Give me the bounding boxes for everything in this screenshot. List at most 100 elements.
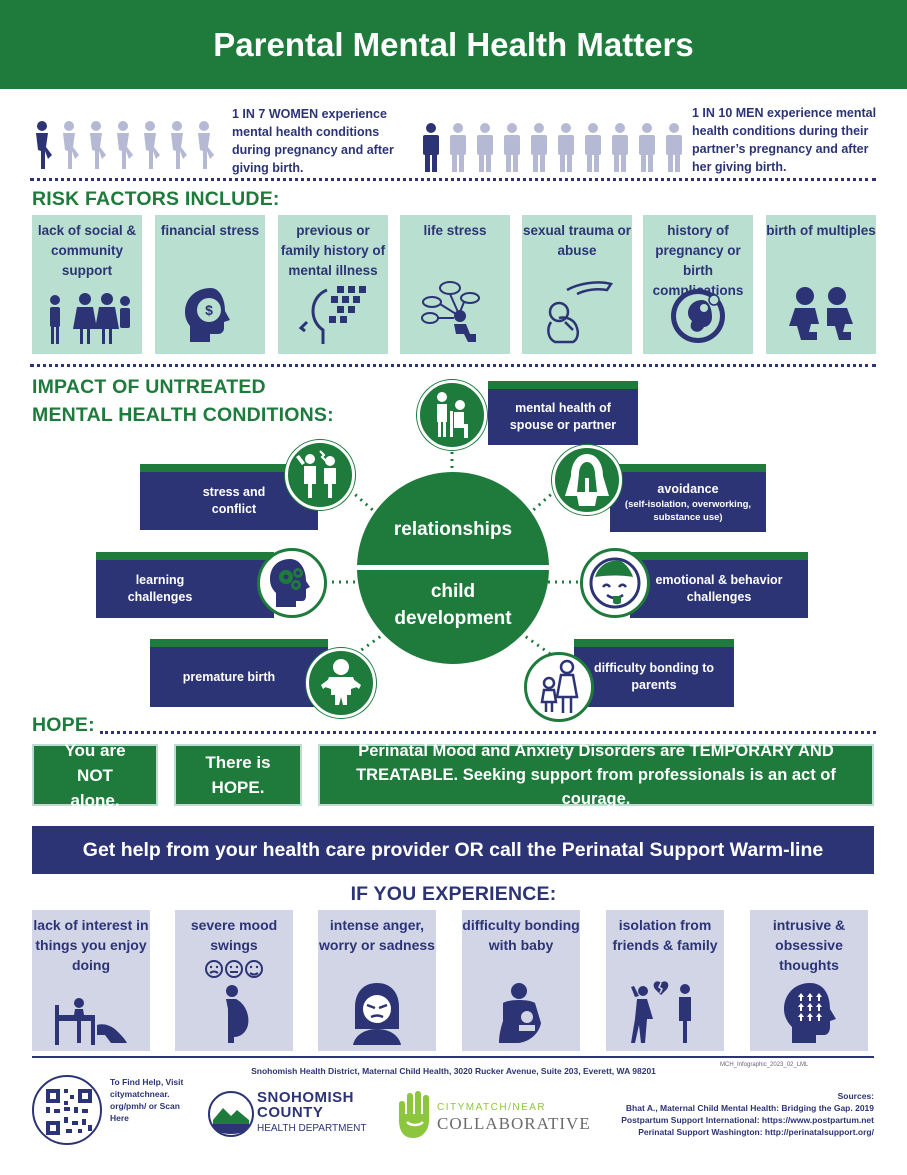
risk-financial-stress: financial stress $ — [155, 215, 265, 354]
snohomish-logo: SNOHOMISH COUNTY HEALTH DEPARTMENT — [207, 1089, 367, 1140]
risk-sexual-trauma: sexual trauma or abuse — [522, 215, 632, 354]
impact-title: IMPACT OF UNTREATED MENTAL HEALTH CONDIT… — [32, 373, 334, 429]
impact-label: stress and conflict — [202, 485, 266, 516]
spouse-icon — [417, 380, 487, 450]
impact-emotional: emotional & behavior challenges — [630, 552, 808, 618]
qr-instructions: To Find Help, Visit citymatchnear. org/p… — [110, 1077, 184, 1123]
source-2: Postpartum Support International: https:… — [621, 1115, 874, 1125]
impact-bonding-parents: difficulty bonding to parents — [574, 639, 734, 707]
mother-baby-icon — [499, 983, 541, 1043]
impact-learning: learning challenges — [96, 552, 274, 618]
divider — [30, 364, 876, 367]
hope-box-text: There is HOPE. — [205, 753, 271, 797]
impact-title-line2: MENTAL HEALTH CONDITIONS: — [32, 404, 334, 426]
exp-lack-interest: lack of interest in things you enjoy doi… — [32, 910, 150, 1051]
exp-label: intrusive & obsessive thoughts — [772, 917, 846, 973]
impact-label: premature birth — [182, 669, 276, 684]
exp-mood-swings: severe mood swings — [175, 910, 293, 1051]
impact-label: avoidance — [657, 481, 719, 496]
exp-isolation: isolation from friends & family — [606, 910, 724, 1051]
hope-box-text: You are NOT alone. — [64, 740, 126, 810]
risk-label: previous or family history of mental ill… — [280, 223, 386, 278]
impact-sublabel: (self-isolation, overworking, substance … — [624, 498, 752, 523]
risk-label: sexual trauma or abuse — [522, 223, 632, 258]
source-3: Perinatal Support Washington: http://per… — [638, 1127, 874, 1137]
central-circle: relationships child development — [357, 472, 549, 664]
svg-text:$: $ — [205, 302, 213, 318]
risk-life-stress: life stress — [400, 215, 510, 354]
footer-code: MCH_Infographic_2023_02_LML — [720, 1062, 809, 1068]
risk-label: life stress — [423, 223, 487, 238]
crouching-person-icon — [547, 281, 613, 344]
broken-heart-couple-icon — [631, 981, 691, 1043]
hope-not-alone: You are NOT alone. — [32, 741, 158, 810]
citymatch-line1: CITYMATCH/NEAR — [437, 1102, 547, 1113]
women-figures — [30, 120, 220, 181]
page-title: Parental Mental Health Matters — [0, 0, 907, 89]
source-1: Bhat A., Maternal Child Mental Health: B… — [625, 1103, 874, 1113]
impact-spouse: mental health of spouse or partner — [488, 381, 638, 445]
warmline-text: Get help from your health care provider … — [82, 839, 824, 909]
head-pixels-icon — [298, 286, 366, 344]
head-arrows-icon — [784, 983, 836, 1043]
head-gears-icon — [257, 548, 327, 618]
exp-label: intense anger, worry or sadness — [319, 917, 435, 953]
relationships-label: relationships — [393, 519, 513, 540]
impact-label: learning challenges — [127, 573, 193, 604]
impact-label: emotional & behavior challenges — [655, 573, 783, 604]
exp-label: difficulty bonding with baby — [462, 917, 580, 953]
child-development-label: child development — [394, 581, 512, 629]
risk-pregnancy-complications: history of pregnancy or birth complicati… — [643, 215, 753, 354]
tongue-face-icon — [580, 548, 650, 618]
experience-title: IF YOU EXPERIENCE: — [350, 883, 557, 905]
angry-woman-icon — [353, 983, 401, 1045]
snohomish-line2: COUNTY — [257, 1104, 324, 1121]
citymatch-logo: CITYMATCH/NEAR COLLABORATIVE — [395, 1090, 590, 1140]
impact-avoidance: avoidance (self-isolation, overworking, … — [610, 464, 766, 532]
exp-bonding-baby: difficulty bonding with baby — [462, 910, 580, 1051]
pregnant-mood-faces-icon — [205, 960, 263, 1043]
impact-stress-conflict: stress and conflict — [140, 464, 318, 530]
sources: Sources: Bhat A., Maternal Child Mental … — [621, 1090, 874, 1138]
divider — [100, 731, 876, 734]
snohomish-line3: HEALTH DEPARTMENT — [257, 1123, 367, 1134]
citymatch-line2: COLLABORATIVE — [437, 1114, 591, 1133]
hope-treatable: Perinatal Mood and Anxiety Disorders are… — [318, 742, 874, 808]
exp-label: isolation from friends & family — [612, 917, 718, 953]
arguing-people-icon — [285, 440, 355, 510]
exp-label: lack of interest in things you enjoy doi… — [33, 917, 149, 973]
exp-label: severe mood swings — [190, 917, 278, 953]
risk-history-mental-illness: previous or family history of mental ill… — [278, 215, 388, 354]
impact-premature: premature birth — [150, 639, 328, 707]
risk-label: birth of multiples — [766, 223, 876, 238]
parent-child-icon — [524, 652, 594, 722]
hope-title: HOPE: — [32, 714, 95, 736]
risk-label: lack of social & community support — [37, 223, 137, 278]
thought-bubbles-icon — [421, 281, 480, 342]
sources-title: Sources: — [837, 1091, 874, 1101]
risk-social-support: lack of social & community support — [32, 215, 142, 354]
footer-rule — [32, 1056, 874, 1058]
warmline-banner: Get help from your health care provider … — [32, 826, 874, 909]
men-figures — [420, 122, 685, 179]
hope-box-text: Perinatal Mood and Anxiety Disorders are… — [356, 742, 836, 808]
baby-icon — [306, 648, 376, 718]
women-stat: 1 IN 7 WOMEN experience mental health co… — [232, 107, 394, 175]
hooded-person-icon — [552, 445, 622, 515]
impact-label: mental health of spouse or partner — [509, 401, 617, 432]
qr-code[interactable] — [32, 1075, 102, 1145]
risk-factors-title: RISK FACTORS INCLUDE: — [32, 188, 280, 210]
impact-label: difficulty bonding to parents — [593, 661, 715, 692]
impact-title-line1: IMPACT OF UNTREATED — [32, 376, 266, 398]
risk-label: financial stress — [160, 223, 260, 238]
exp-anger: intense anger, worry or sadness — [318, 910, 436, 1051]
exp-intrusive-thoughts: intrusive & obsessive thoughts — [750, 910, 868, 1051]
people-group-icon — [50, 293, 130, 344]
risk-multiples: birth of multiples — [766, 215, 876, 354]
tired-person-icon — [55, 998, 127, 1045]
fetus-icon — [671, 289, 725, 343]
impact-connectors — [325, 445, 585, 660]
snohomish-line1: SNOHOMISH — [257, 1089, 355, 1106]
footer-address: Snohomish Health District, Maternal Chil… — [251, 1066, 656, 1076]
twin-babies-icon — [789, 287, 853, 340]
